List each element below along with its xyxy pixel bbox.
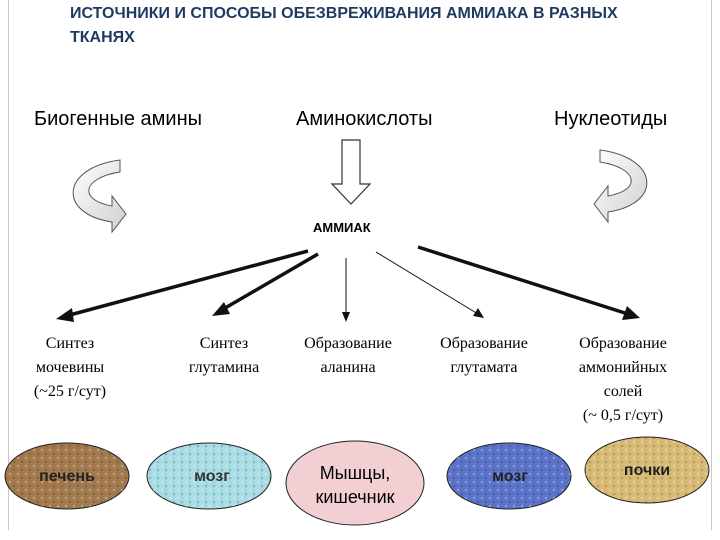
method-ammonium-line2: аммонийных: [578, 359, 668, 376]
method-ammonium-line3: солей: [603, 383, 643, 400]
arrow-to-ammonium-salts: [417, 245, 629, 316]
method-ammonium-line4: (~ 0,5 г/сут): [582, 407, 664, 424]
tissue-oval-liver: печень: [4, 442, 130, 510]
slide-frame: [8, 0, 712, 530]
method-glutamate-line1: Образование: [440, 335, 528, 352]
arrow-to-glutamate: [375, 251, 479, 315]
tissue-label-intestine: кишечник: [315, 487, 394, 507]
method-urea-synthesis: Синтез мочевины (~25 г/сут): [24, 332, 116, 404]
tissue-oval-brain-2: мозг: [446, 442, 572, 510]
method-alanine-line1: Образование: [304, 335, 392, 352]
down-arrow-hollow: [330, 139, 372, 205]
tissue-oval-kidneys: почки: [584, 436, 710, 504]
arrowhead-alanine: [342, 312, 350, 322]
arrow-to-glutamine: [219, 252, 319, 313]
curved-arrow-right: [593, 149, 648, 224]
method-urea-line2: мочевины: [35, 359, 105, 376]
method-glutamine-line1: Синтез: [199, 335, 249, 352]
method-urea-line1: Синтез: [45, 335, 95, 352]
tissue-label-brain-2: мозг: [492, 468, 528, 485]
tissue-label-muscle: Мышцы,: [320, 463, 391, 483]
tissue-oval-muscle-intestine: Мышцы, кишечник: [285, 440, 425, 526]
method-glutamine-synthesis: Синтез глутамина: [168, 332, 280, 380]
method-urea-line3: (~25 г/сут): [33, 383, 107, 400]
ammonia-label: АММИАК: [313, 220, 371, 235]
method-ammonium-salts: Образование аммонийных солей (~ 0,5 г/су…: [560, 332, 686, 428]
arrowhead-glutamine: [212, 302, 230, 316]
source-nucleotides: Нуклеотиды: [554, 108, 668, 130]
arrowhead-urea: [56, 308, 74, 322]
arrow-to-urea: [65, 249, 309, 318]
method-glutamine-line2: глутамина: [188, 359, 260, 376]
tissue-label-liver: печень: [39, 468, 95, 485]
tissue-oval-brain-1: мозг: [146, 442, 272, 510]
slide-title: ИСТОЧНИКИ И СПОСОБЫ ОБЕЗВРЕЖИВАНИЯ АММИА…: [70, 5, 618, 46]
tissue-label-brain-1: мозг: [194, 468, 230, 485]
method-alanine-formation: Образование аланина: [288, 332, 408, 380]
source-amino-acids: Аминокислоты: [296, 108, 433, 130]
tissue-label-kidneys: почки: [624, 462, 670, 479]
method-ammonium-line1: Образование: [579, 335, 667, 352]
method-glutamate-formation: Образование глутамата: [424, 332, 544, 380]
arrowhead-ammonium: [622, 306, 640, 320]
arrowhead-glutamate: [473, 308, 484, 318]
method-alanine-line2: аланина: [320, 359, 376, 376]
source-biogenic-amines: Биогенные амины: [34, 108, 203, 130]
method-glutamate-line2: глутамата: [450, 359, 518, 376]
curved-arrow-left: [72, 159, 127, 234]
